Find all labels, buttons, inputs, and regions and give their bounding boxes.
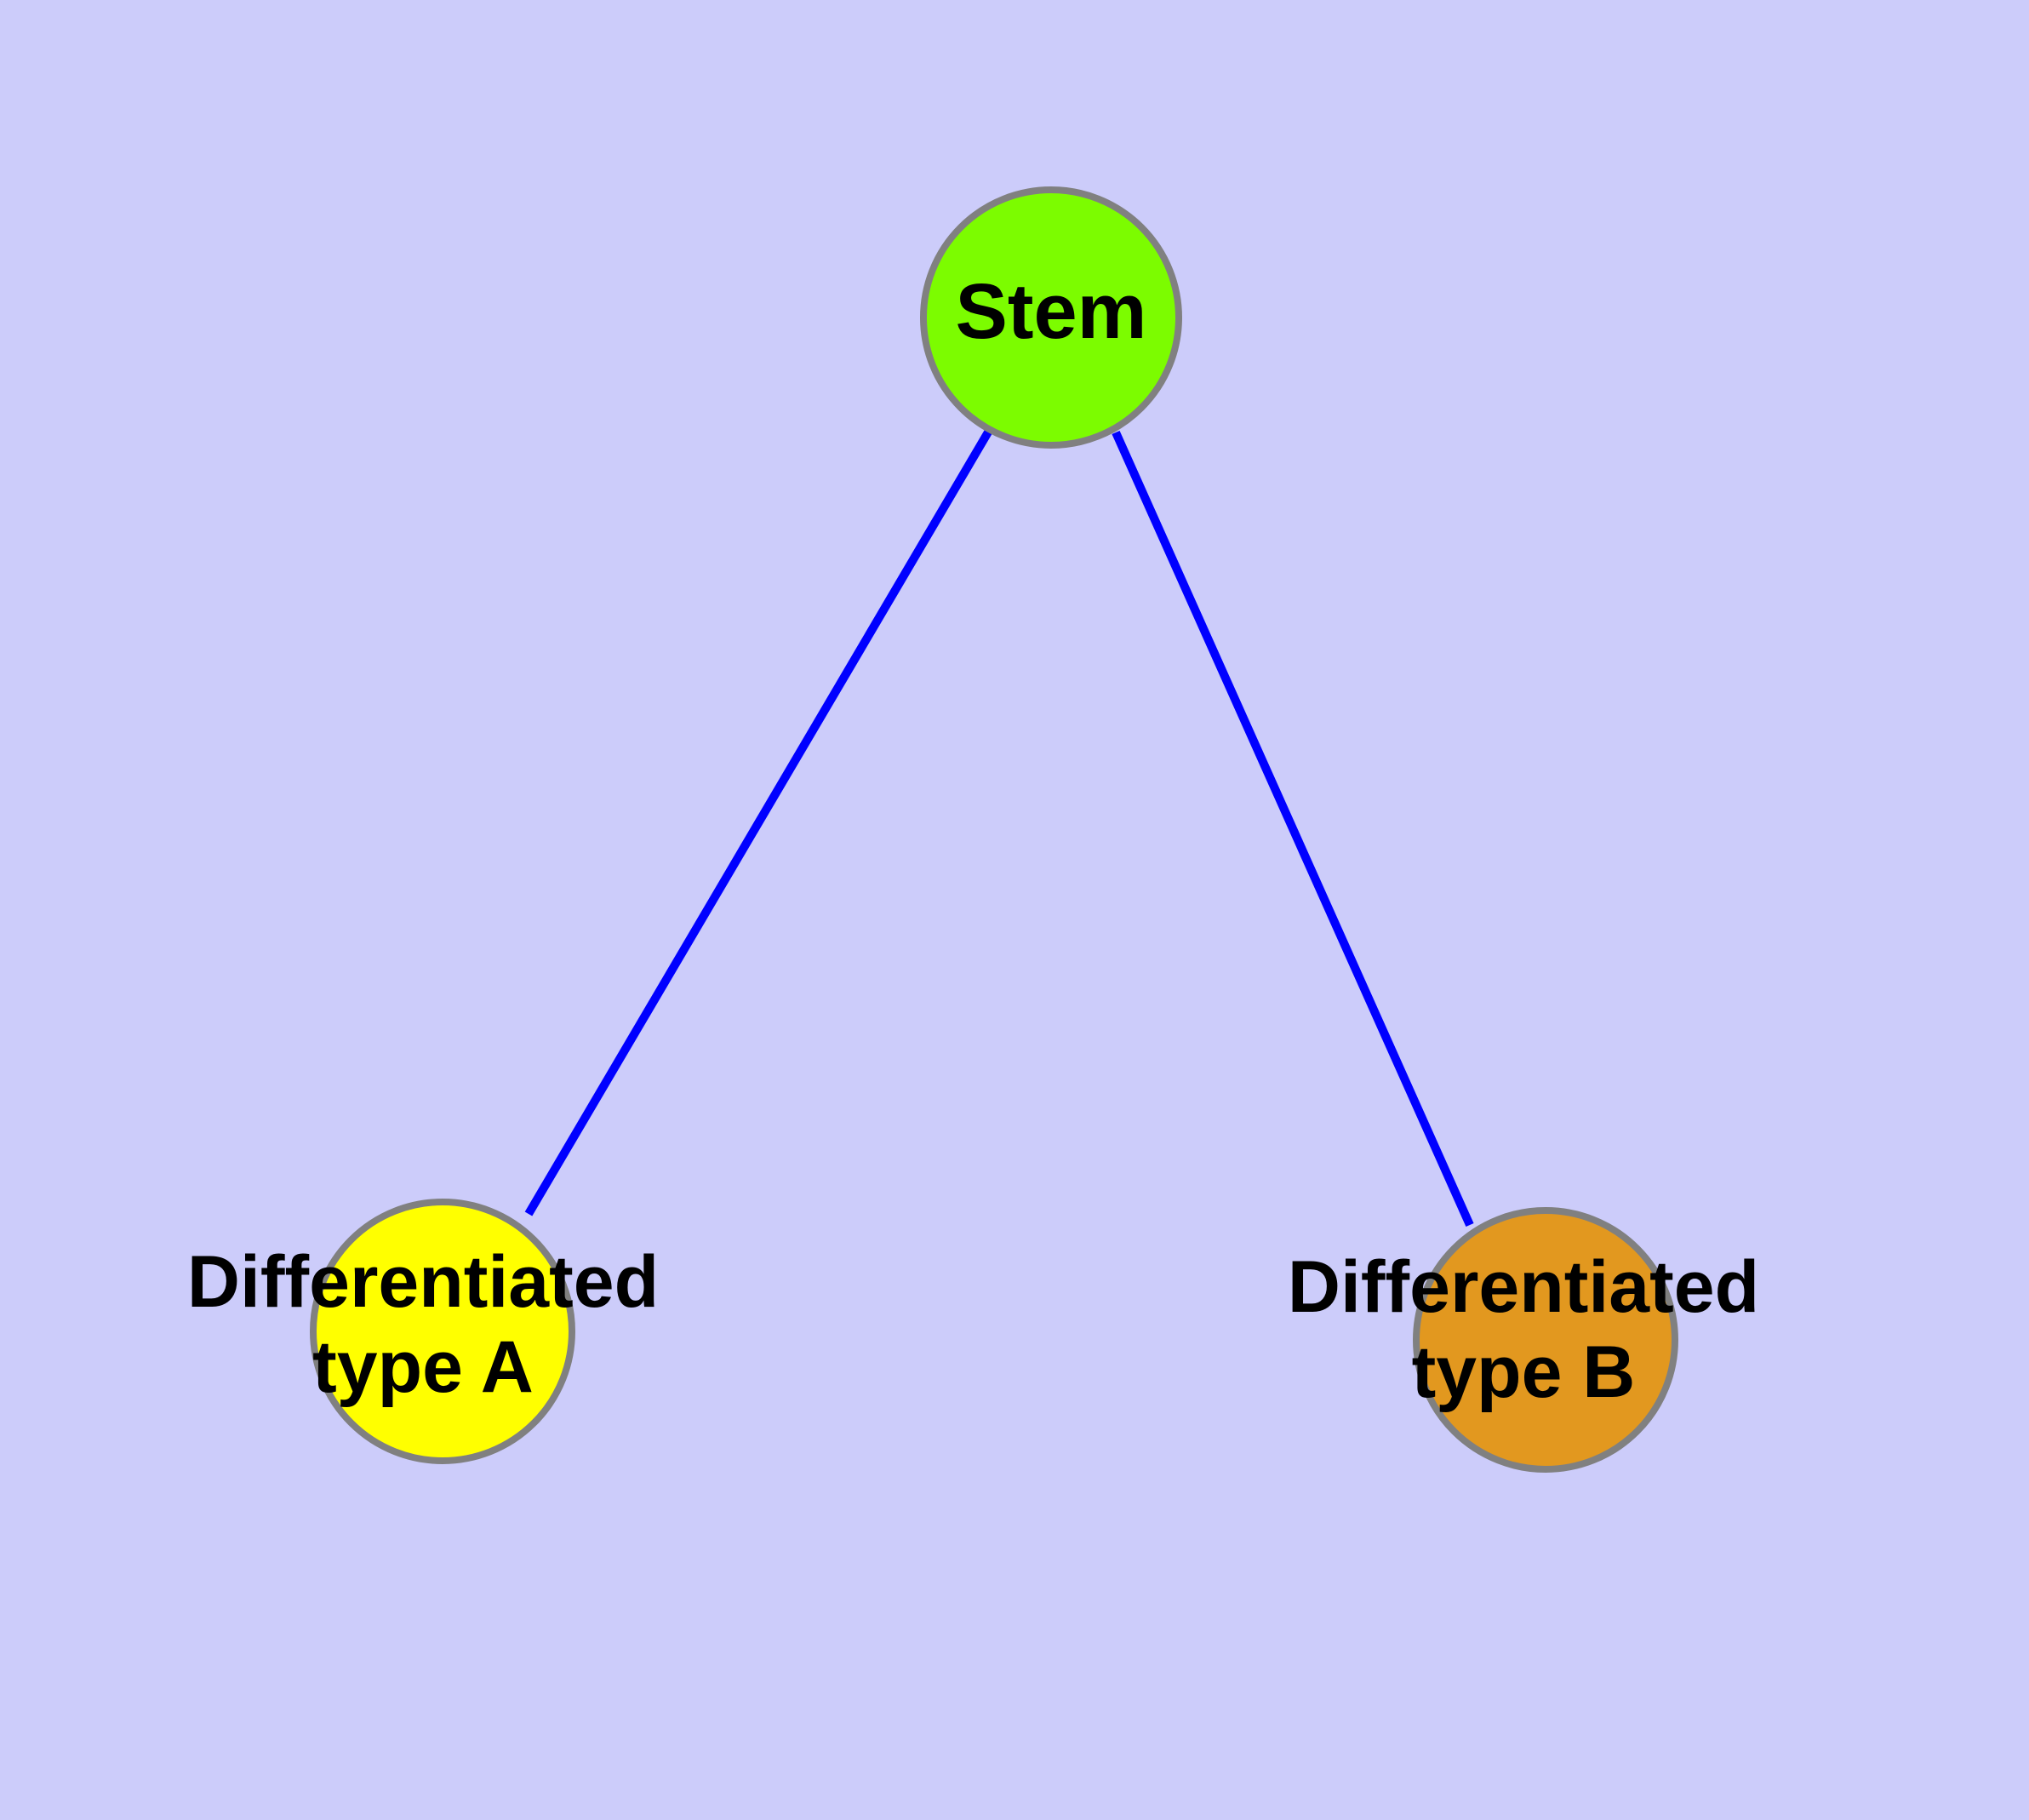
node-layer: [310, 186, 1678, 1473]
node-differentiated-b-circle[interactable]: [1413, 1207, 1678, 1473]
edge-stem-to-differentiated-b[interactable]: [1112, 430, 1474, 1228]
edge-layer: [524, 428, 1474, 1228]
node-stem-label: Stem: [956, 268, 1147, 355]
node-differentiated-a-circle[interactable]: [310, 1199, 575, 1464]
node-stem-circle[interactable]: [920, 186, 1182, 449]
edge-stem-to-differentiated-a[interactable]: [524, 428, 993, 1216]
